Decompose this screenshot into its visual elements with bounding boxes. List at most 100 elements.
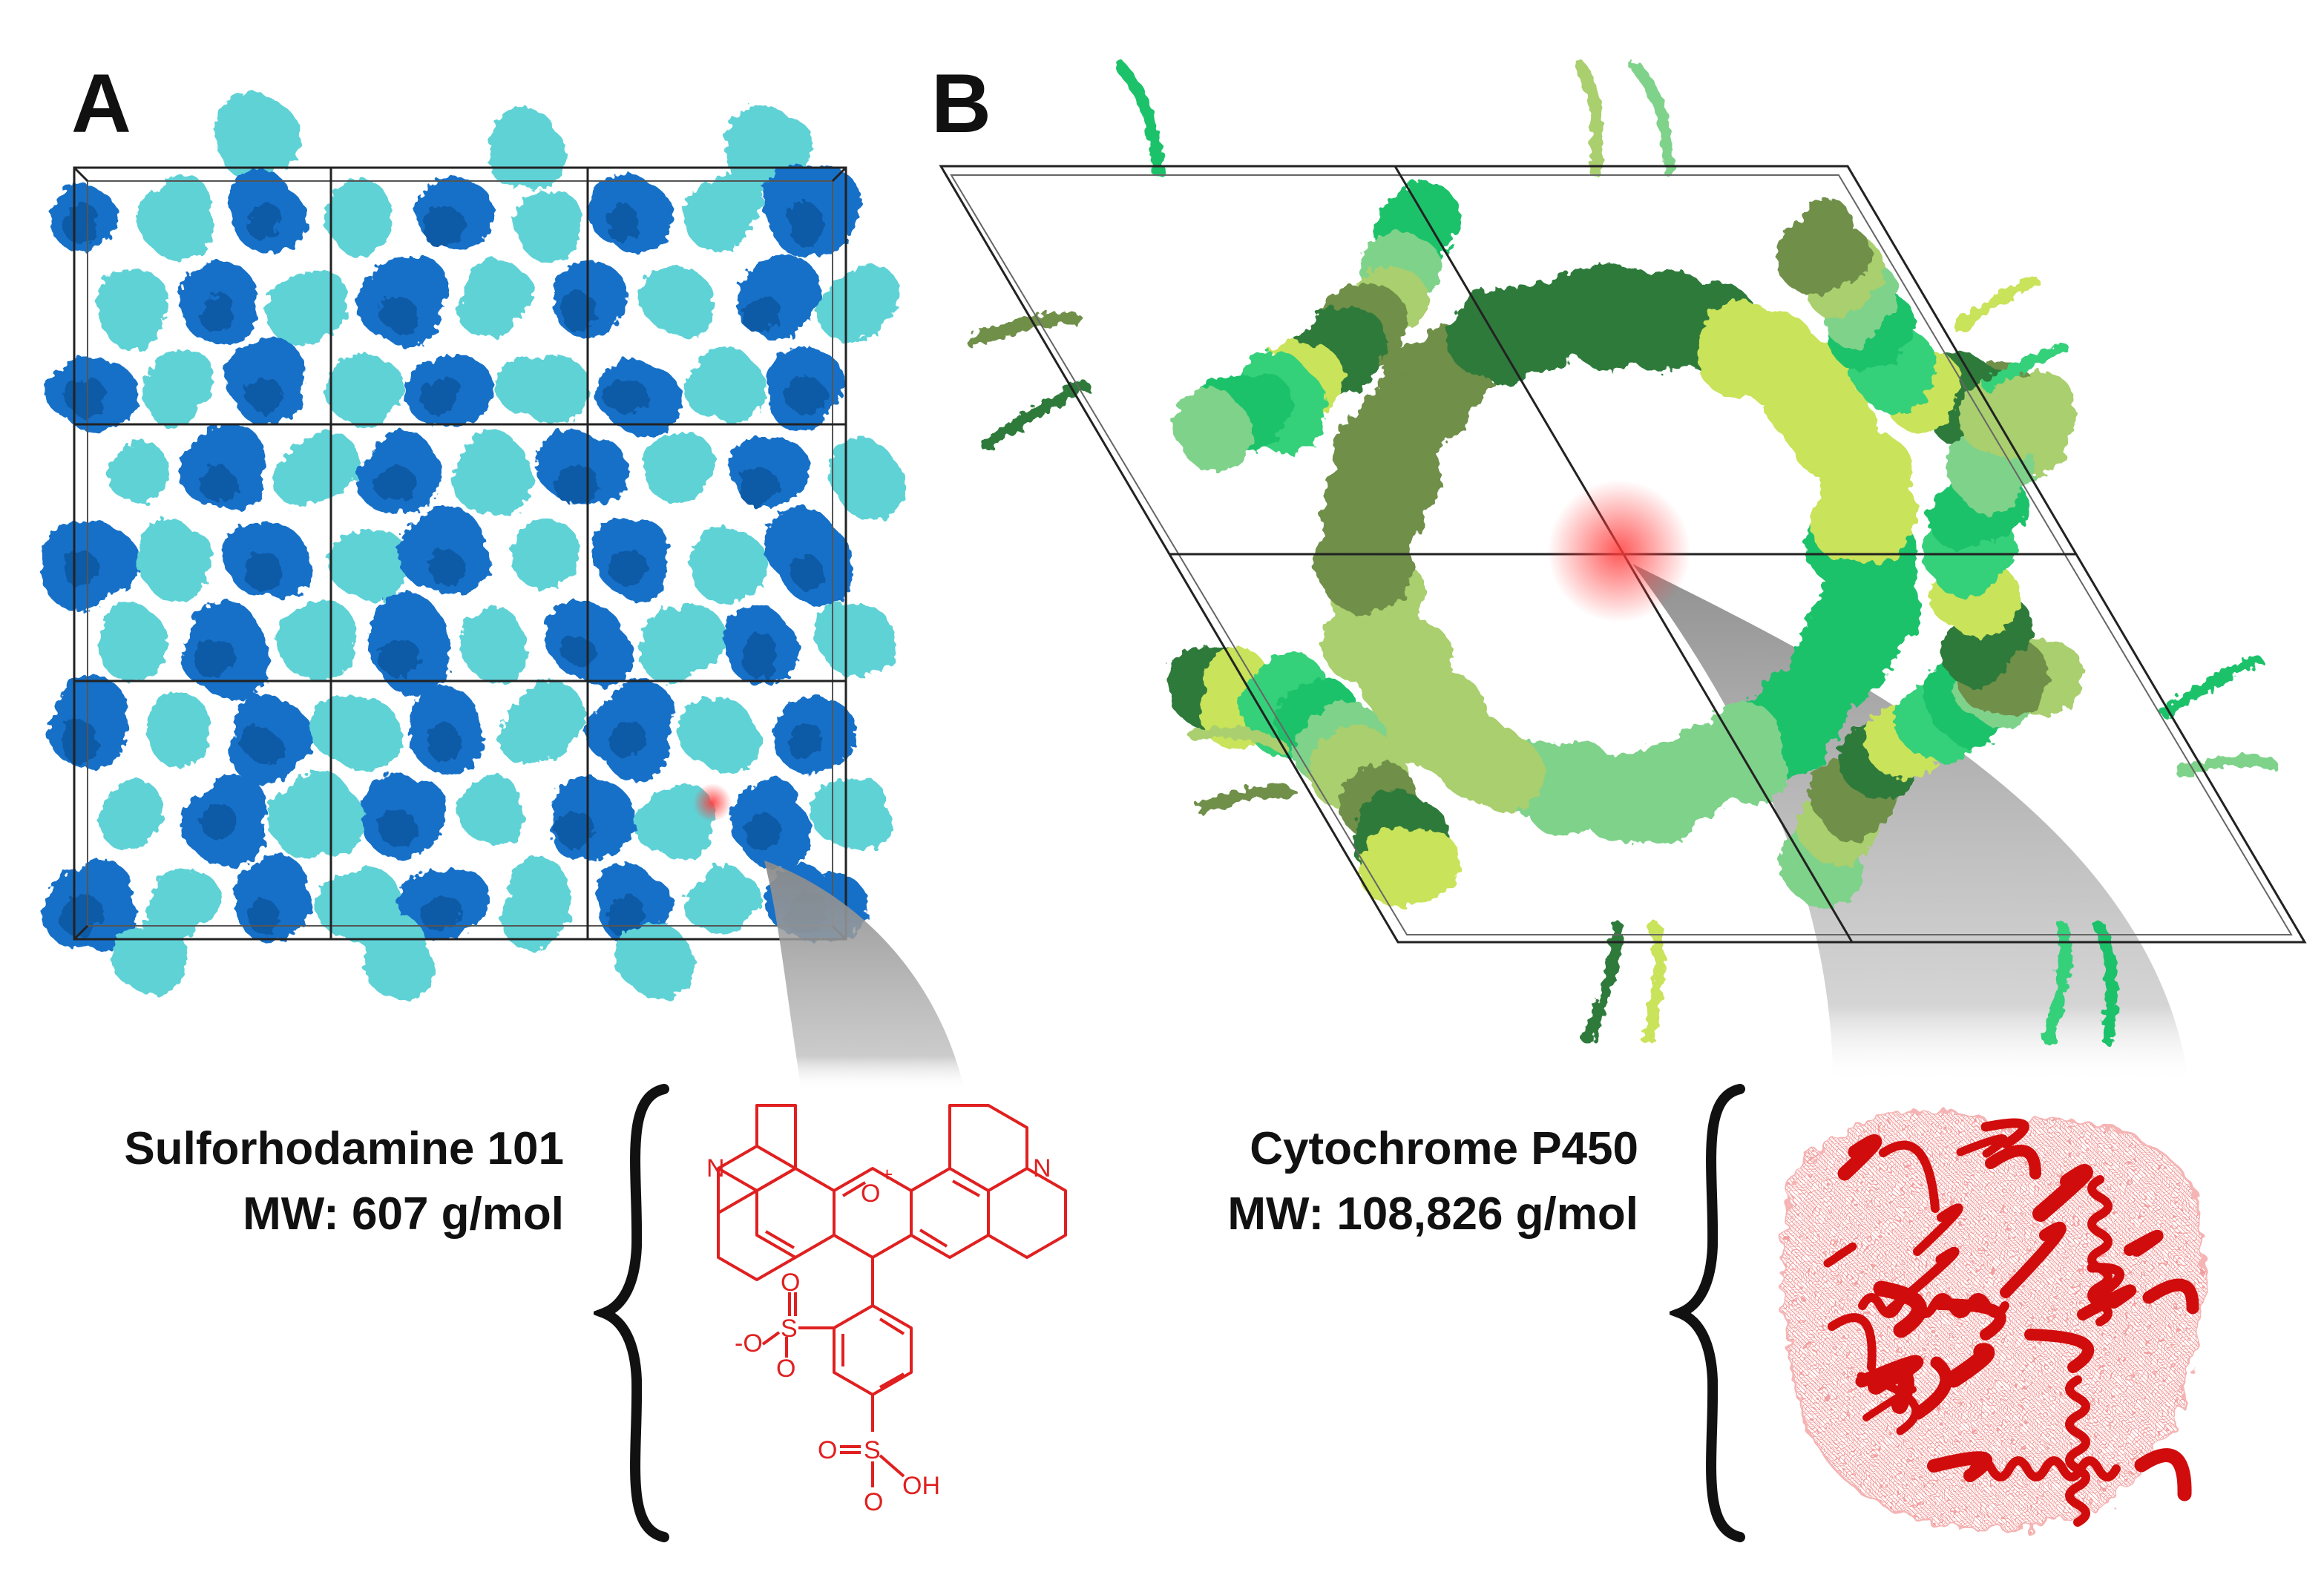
protein-blob [790, 553, 825, 592]
protein-loop [981, 380, 1089, 451]
protein-blob [276, 600, 357, 682]
protein-loop [1196, 786, 1297, 815]
protein-loop [1641, 921, 1665, 1045]
protein-blob [1810, 459, 1918, 564]
protein-blob [378, 811, 417, 846]
protein-blob [460, 606, 528, 684]
sulfur-para-label: S [864, 1436, 881, 1464]
protein-loop [1582, 921, 1624, 1045]
helix-segment [2087, 1175, 2113, 1326]
protein-blob [744, 812, 782, 851]
protein-blob [377, 638, 421, 679]
protein-blob [141, 350, 212, 429]
protein-blob [788, 201, 824, 247]
helix-segment [2065, 1375, 2090, 1527]
protein-blob [98, 779, 164, 850]
ribbon-segment [1855, 1355, 1923, 1388]
protein-blob [554, 812, 594, 850]
ribbon-segment [1823, 1242, 1857, 1268]
protein-blob [136, 174, 214, 262]
panel-a-crystal-lattice [42, 92, 906, 1001]
protein-loop [1983, 343, 2069, 392]
cytochrome-p450-ribbon [1782, 1110, 2205, 1530]
left-curly-brace-icon [594, 1084, 669, 1542]
hydroxyl-label: OH [902, 1472, 940, 1500]
protein-blob [363, 914, 435, 1001]
panel-a-zoom-cone [764, 861, 965, 1091]
sulforhodamine-structure: O + N N S O -O O S O O OH [706, 1104, 1067, 1516]
protein-blob [828, 436, 906, 520]
protein-loop [1953, 276, 2039, 332]
ribbon-segment [1857, 1372, 1920, 1435]
protein-blob [511, 518, 580, 590]
panel-label-b: B [931, 57, 991, 150]
protein-blob [816, 264, 900, 341]
ribbon-segment [2024, 1329, 2095, 1373]
protein-blob [607, 203, 640, 242]
protein-blob [683, 346, 767, 424]
oxygen-ortho-bottom-label: O [776, 1355, 795, 1383]
ribbon-segment [1956, 1134, 2008, 1158]
protein-blob [98, 602, 167, 682]
protein-blob [689, 527, 768, 604]
helix-segment [1969, 1456, 2121, 1481]
protein-blob [420, 377, 462, 415]
protein-blob [513, 191, 582, 263]
protein-blob [554, 464, 600, 504]
panel-a-unit-cell-grid [73, 166, 847, 941]
ribbon-segment [2142, 1278, 2199, 1315]
protein-blob [426, 722, 462, 762]
protein-blob [147, 692, 210, 768]
protein-blob [640, 604, 726, 684]
ribbon-segment [2000, 1221, 2067, 1298]
protein-loop [2161, 654, 2262, 718]
protein-blob [488, 107, 567, 190]
protein-blob [561, 290, 598, 332]
panel-a-caption: Sulforhodamine 101 MW: 607 g/mol [124, 1116, 564, 1247]
plus-charge-label: + [882, 1163, 893, 1185]
protein-blob [245, 378, 283, 415]
protein-loop [2042, 921, 2071, 1045]
protein-blob [309, 694, 402, 771]
protein-blob [740, 467, 779, 507]
protein-blob [639, 266, 715, 338]
protein-blob [214, 92, 301, 180]
oxide-label: -O [735, 1329, 763, 1358]
oxygen-para-left-label: O [818, 1436, 837, 1464]
protein-blob [108, 441, 171, 504]
protein-loop [2094, 921, 2118, 1045]
ribbon-segment [2134, 1448, 2192, 1501]
protein-blob [1359, 827, 1461, 908]
protein-loop [1189, 726, 1290, 755]
protein-blob [424, 205, 467, 248]
protein-blob [683, 172, 763, 252]
protein-blob [452, 430, 534, 515]
protein-blob [1775, 197, 1872, 295]
protein-blob [784, 376, 828, 415]
protein-loop [2176, 754, 2277, 777]
ribbon-segment [2124, 1229, 2164, 1257]
nitrogen-right-label: N [1033, 1154, 1051, 1182]
panel-a-molecule-name: Sulforhodamine 101 [124, 1123, 564, 1174]
ribbon-segment [1911, 1356, 1953, 1420]
protein-blob [457, 774, 525, 846]
protein-blob [603, 379, 649, 415]
protein-blob [325, 353, 404, 428]
protein-blob [683, 864, 761, 935]
protein-blob [247, 898, 280, 935]
ribbon-segment [1837, 1134, 1882, 1181]
protein-blob [324, 179, 391, 257]
panel-b-caption: Cytochrome P450 MW: 108,826 g/mol [1227, 1116, 1638, 1247]
protein-blob [194, 639, 236, 678]
protein-blob [246, 202, 281, 240]
protein-blob [458, 259, 535, 338]
protein-blob [813, 602, 896, 677]
protein-blob [201, 294, 234, 332]
protein-blob [501, 856, 572, 951]
protein-blob [677, 697, 761, 774]
protein-loop [1630, 61, 1675, 177]
protein-blob [496, 354, 590, 425]
sulfur-ortho-label: S [781, 1315, 798, 1343]
protein-blob [427, 548, 466, 586]
protein-blob [608, 550, 648, 587]
